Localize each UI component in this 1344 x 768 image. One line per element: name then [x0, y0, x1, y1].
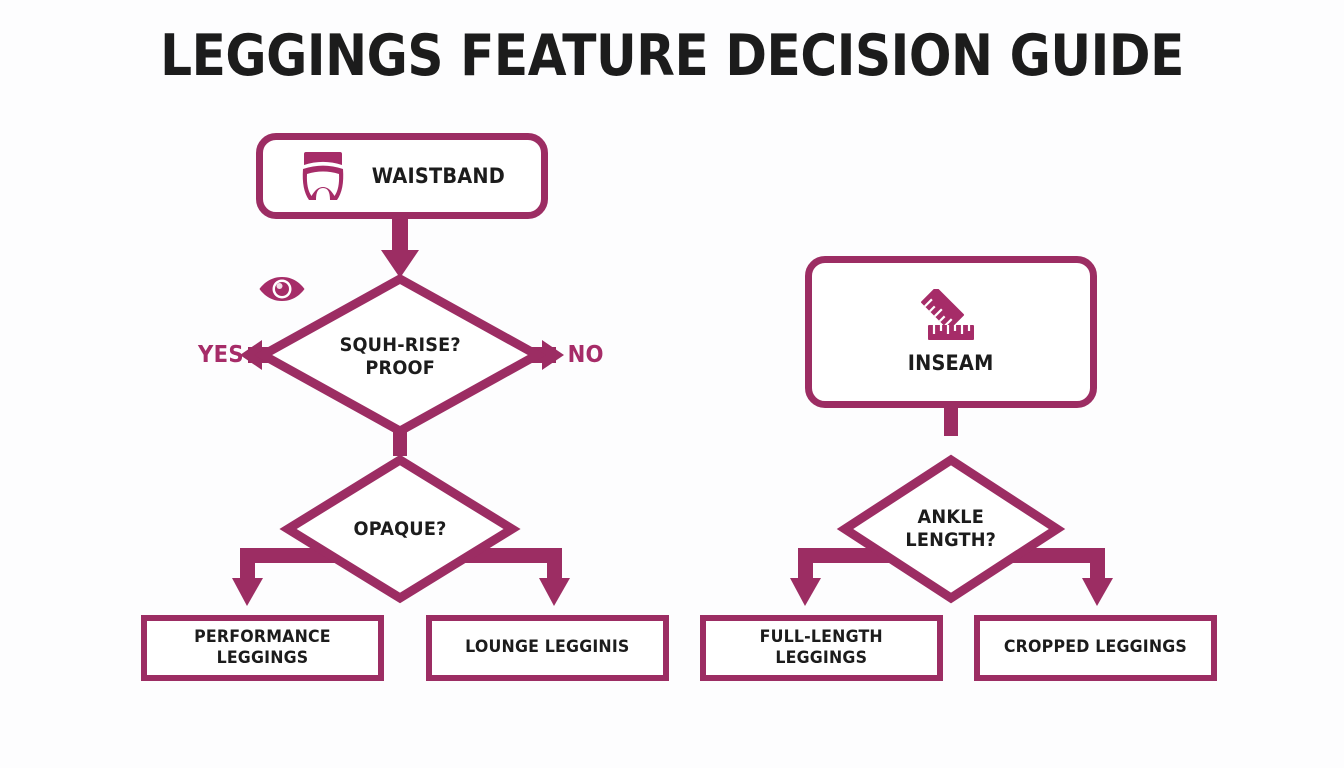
node-opaque[interactable]: OPAQUE? — [279, 454, 521, 604]
node-lounge-legginis-label: LOUNGE LEGGINIS — [465, 637, 630, 658]
edge-label-yes: YES — [197, 342, 244, 368]
briefs-icon — [294, 148, 352, 204]
node-performance-leggings-label: PERFORMANCE LEGGINGS — [194, 626, 331, 668]
node-performance-leggings[interactable]: PERFORMANCE LEGGINGS — [141, 615, 384, 681]
node-inseam-label: INSEAM — [908, 351, 994, 375]
node-waistband[interactable]: WAISTBAND — [256, 133, 548, 219]
node-cropped-leggings[interactable]: CROPPED LEGGINGS — [974, 615, 1217, 681]
node-full-length-leggings[interactable]: FULL-LENGTH LEGGINGS — [700, 615, 943, 681]
node-waistband-label: WAISTBAND — [371, 164, 505, 188]
node-full-length-leggings-label: FULL-LENGTH LEGGINGS — [759, 626, 884, 668]
page-title: LEGGINGS FEATURE DECISION GUIDE — [160, 23, 1184, 89]
node-cropped-leggings-label: CROPPED LEGGINGS — [1003, 637, 1188, 658]
connector-waistband-to-squat — [381, 218, 419, 278]
connector-inseam-to-ankle — [944, 408, 958, 436]
node-inseam[interactable]: INSEAM — [805, 256, 1097, 408]
node-lounge-legginis[interactable]: LOUNGE LEGGINIS — [426, 615, 669, 681]
edge-label-no: NO — [567, 342, 604, 368]
ruler-icon — [920, 289, 982, 345]
node-ankle-length[interactable]: ANKLE LENGTH? — [836, 454, 1066, 604]
node-squat-proof[interactable]: SQUH-RISE? PROOF — [253, 273, 547, 437]
